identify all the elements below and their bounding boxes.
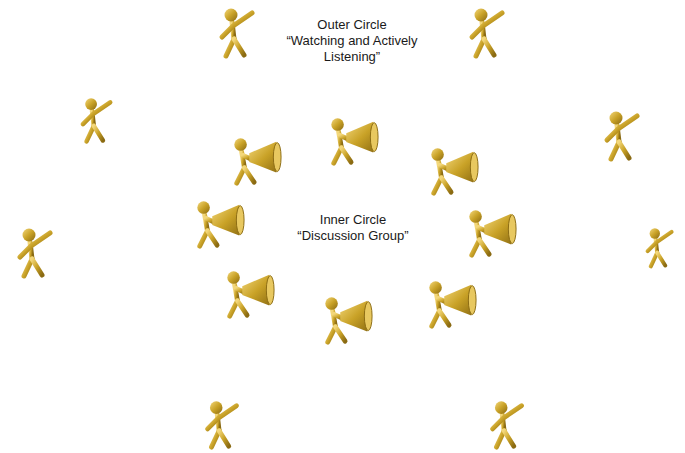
speaker-figure xyxy=(421,276,481,330)
speaker-figure xyxy=(323,113,383,167)
listener-figure xyxy=(72,95,122,145)
listener-figure xyxy=(595,108,650,163)
circle-heading: Outer Circle xyxy=(277,17,427,33)
circle-heading: Inner Circle xyxy=(278,212,428,228)
inner-circle-outline xyxy=(216,116,490,340)
speaker-figure xyxy=(423,143,483,197)
listener-figure xyxy=(460,5,515,60)
listener-figure xyxy=(210,5,265,60)
speaker-figure xyxy=(219,266,279,320)
label-group: Outer Circle“Watching and Actively Liste… xyxy=(277,17,427,65)
speaker-figure xyxy=(461,205,521,259)
listener-figure xyxy=(638,226,682,270)
outer-circle: Inner Circle“Discussion Group” Outer Circ… xyxy=(42,8,662,440)
circle-description: “Watching and Actively Listening” xyxy=(277,33,427,65)
listener-figure xyxy=(8,225,63,280)
speaker-figure xyxy=(189,196,249,250)
listener-figure xyxy=(481,398,534,451)
speaker-figure xyxy=(317,292,377,346)
listener-figure xyxy=(196,398,249,451)
outer-circle-outline xyxy=(43,9,661,439)
inner-circle: Inner Circle“Discussion Group” xyxy=(215,115,491,341)
label-group: Inner Circle“Discussion Group” xyxy=(278,212,428,244)
speaker-figure xyxy=(226,133,286,187)
circle-description: “Discussion Group” xyxy=(278,228,428,244)
